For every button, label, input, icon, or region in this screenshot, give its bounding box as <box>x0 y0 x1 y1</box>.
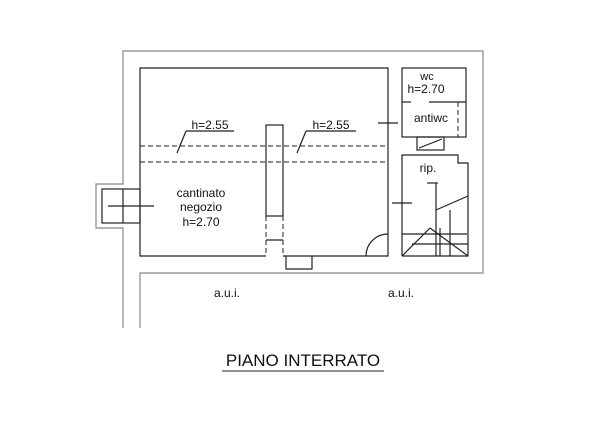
beam-height-right: h=2.55 <box>312 118 349 132</box>
wc-block <box>401 67 467 151</box>
main-room-height: h=2.70 <box>182 215 219 229</box>
neighbor-label-right: a.u.i. <box>388 286 414 300</box>
rip-label: rip. <box>420 161 437 175</box>
beam-height-left: h=2.55 <box>191 118 228 132</box>
main-room-label-2: negozio <box>180 200 222 214</box>
plan-title: PIANO INTERRATO <box>226 351 380 370</box>
rip-block <box>401 154 469 257</box>
main-room <box>139 67 412 270</box>
neighbor-label-left: a.u.i. <box>214 286 240 300</box>
wc-label: wc <box>419 71 434 83</box>
wc-height: h=2.70 <box>407 82 444 96</box>
outer-walls <box>95 50 484 328</box>
main-room-label-1: cantinato <box>177 186 226 200</box>
antiwc-label: antiwc <box>414 111 448 125</box>
